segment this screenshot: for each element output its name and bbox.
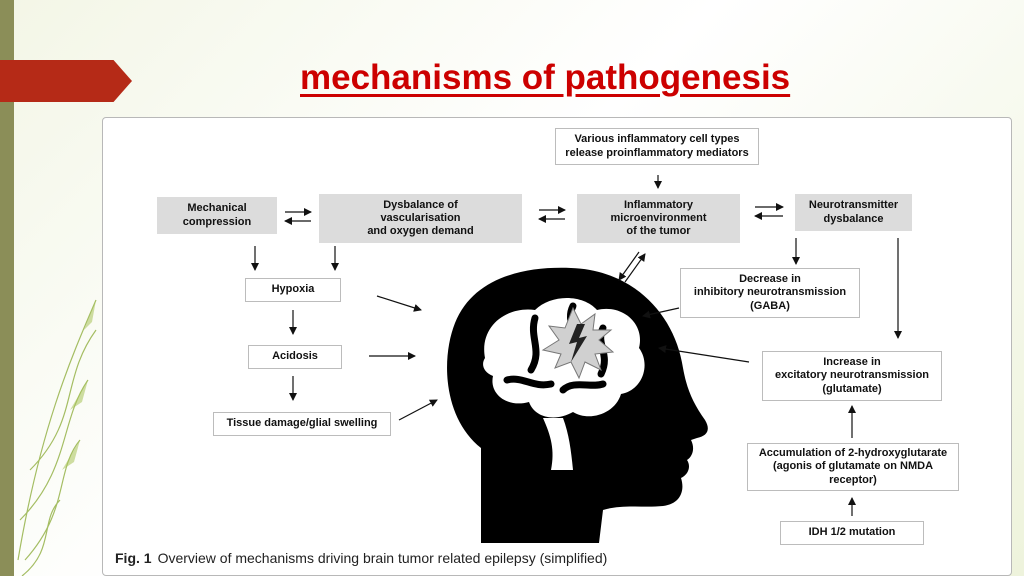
box-acidosis: Acidosis bbox=[248, 345, 342, 369]
box-inflammatory-cells: Various inflammatory cell types release … bbox=[555, 128, 759, 165]
caption-label: Fig. 1 bbox=[115, 550, 152, 566]
diagram-graphics bbox=[251, 175, 902, 543]
box-accumulation-2hg: Accumulation of 2-hydroxyglutarate (agon… bbox=[747, 443, 959, 491]
box-dysbalance-vascularisation: Dysbalance of vascularisation and oxygen… bbox=[319, 194, 522, 243]
box-tissue-damage: Tissue damage/glial swelling bbox=[213, 412, 391, 436]
box-decrease-inhibitory: Decrease in inhibitory neurotransmission… bbox=[680, 268, 860, 318]
caption-text: Overview of mechanisms driving brain tum… bbox=[157, 550, 608, 566]
decorative-leaves bbox=[17, 299, 97, 576]
box-mechanical-compression: Mechanical compression bbox=[157, 197, 277, 234]
figure-panel: Various inflammatory cell types release … bbox=[102, 117, 1012, 576]
box-increase-excitatory: Increase in excitatory neurotransmission… bbox=[762, 351, 942, 401]
box-idh-mutation: IDH 1/2 mutation bbox=[780, 521, 924, 545]
slide-title: mechanisms of pathogenesis bbox=[300, 58, 791, 97]
left-accent-bar bbox=[0, 0, 14, 576]
head-silhouette bbox=[447, 267, 708, 543]
box-hypoxia: Hypoxia bbox=[245, 278, 341, 302]
title-ribbon bbox=[0, 60, 132, 102]
box-inflammatory-microenvironment: Inflammatory microenvironment of the tum… bbox=[577, 194, 740, 243]
figure-caption: Fig. 1 Overview of mechanisms driving bra… bbox=[115, 550, 607, 566]
box-neurotransmitter-dysbalance: Neurotransmitter dysbalance bbox=[795, 194, 912, 231]
